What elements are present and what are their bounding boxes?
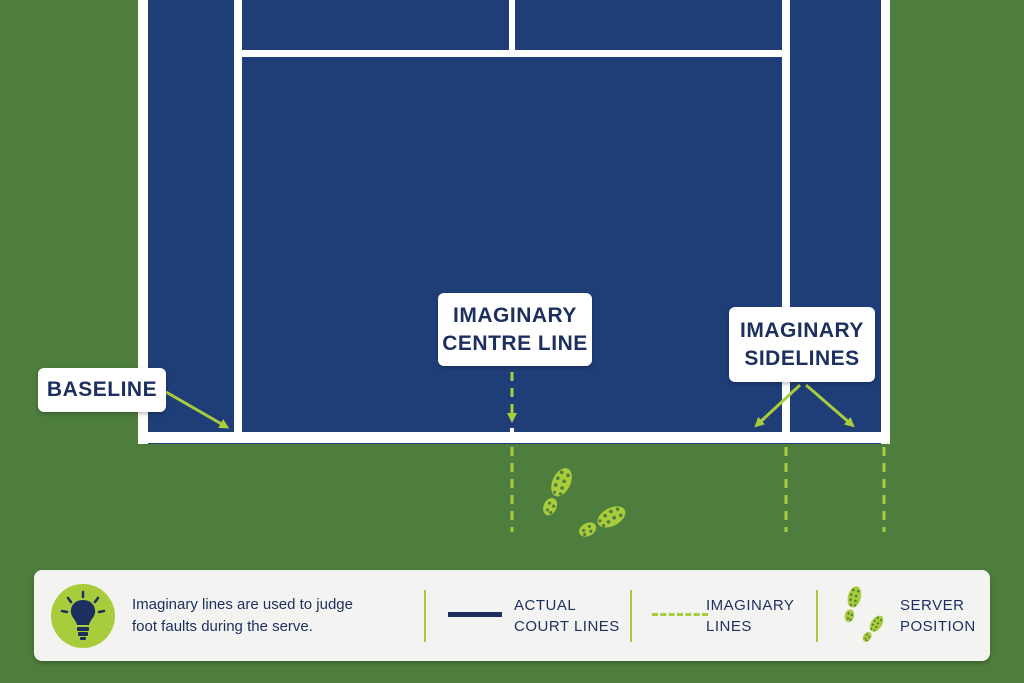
centre-service-line <box>509 0 515 54</box>
left-singles-sideline <box>234 0 242 434</box>
legend-note-line2: foot faults during the serve. <box>132 618 313 635</box>
baseline-label: BASELINE <box>38 368 166 412</box>
actual-court-line-swatch <box>448 612 502 617</box>
legend-note-line1: Imaginary lines are used to judge <box>132 596 353 613</box>
centre-label-line1: IMAGINARY <box>453 304 577 327</box>
legend-imaginary-line1: IMAGINARY <box>706 597 795 614</box>
legend-server-line1: SERVER <box>900 597 965 614</box>
actual-court-lines <box>138 0 890 444</box>
legend-panel: Imaginary lines are used to judge foot f… <box>34 570 990 661</box>
legend-divider <box>424 590 426 642</box>
sidelines-label-line2: SIDELINES <box>744 347 860 370</box>
legend-server: SERVER POSITION <box>900 595 976 637</box>
lightbulb-icon <box>51 584 115 648</box>
imaginary-line-swatch <box>652 613 708 616</box>
right-singles-sideline <box>782 0 790 434</box>
right-outer-sideline <box>881 0 890 444</box>
callout-arrows <box>165 383 855 429</box>
legend-imaginary: IMAGINARY LINES <box>706 595 794 637</box>
legend-server-line2: POSITION <box>900 618 976 635</box>
legend-actual-line1: ACTUAL <box>514 597 577 614</box>
imaginary-lines <box>510 372 886 532</box>
baseline-label-text: BASELINE <box>46 378 158 401</box>
legend-actual-line2: COURT LINES <box>514 618 620 635</box>
baseline-line <box>138 432 890 443</box>
sideline-arrow-left <box>754 383 802 428</box>
sideline-arrow-right <box>805 383 855 428</box>
legend-actual: ACTUAL COURT LINES <box>514 595 620 637</box>
legend-note: Imaginary lines are used to judge foot f… <box>132 594 412 638</box>
centre-label-line2: CENTRE LINE <box>442 332 588 355</box>
legend-imaginary-line2: LINES <box>706 618 752 635</box>
imaginary-sidelines-label: IMAGINARY SIDELINES <box>729 307 875 382</box>
legend-divider <box>816 590 818 642</box>
sidelines-label-line1: IMAGINARY <box>740 319 864 342</box>
left-outer-sideline <box>138 0 148 444</box>
baseline-arrow <box>165 390 230 429</box>
imaginary-centre-line-label: IMAGINARY CENTRE LINE <box>438 293 592 366</box>
footprints-icon <box>841 584 887 645</box>
centre-mark <box>510 428 514 434</box>
legend-divider <box>630 590 632 642</box>
